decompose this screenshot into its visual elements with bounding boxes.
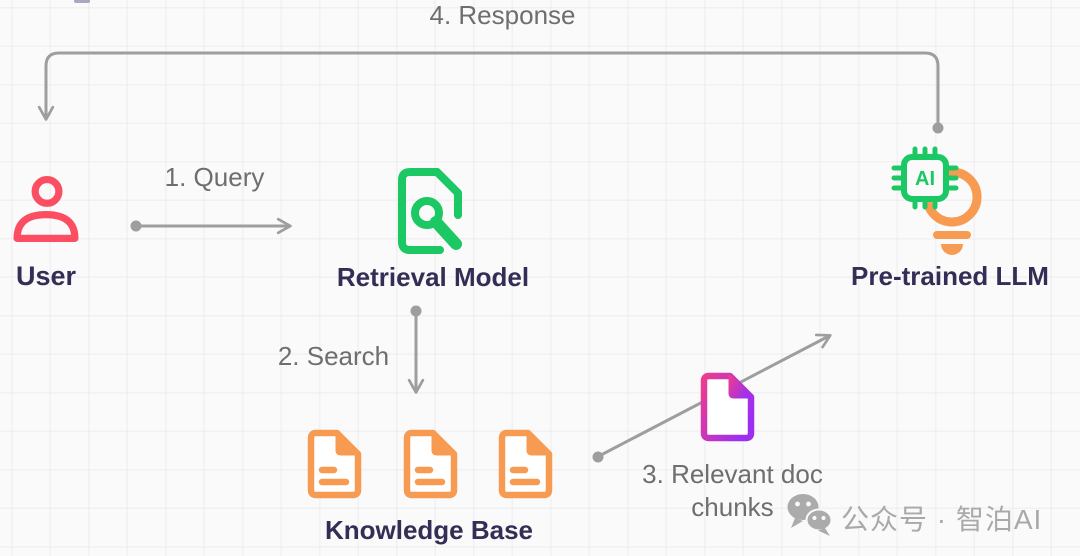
- person-icon: [13, 175, 79, 242]
- lightbulb-icon: [922, 167, 982, 227]
- document-search-icon: [398, 168, 462, 254]
- step-label-query: 1. Query: [164, 162, 265, 192]
- user-node-label: User: [15, 261, 77, 291]
- step-label-chunks-line2: chunks: [691, 492, 774, 522]
- step-label-search: 2. Search: [277, 341, 390, 371]
- ai-chip-icon: AI: [891, 146, 959, 210]
- search-arrow-start-dot: [410, 305, 422, 317]
- pretrained-llm-node-label: Pre-trained LLM: [851, 261, 1049, 291]
- watermark-text: 公众号 · 智泊AI: [841, 504, 1043, 535]
- cropped-edge-artifact: [74, 0, 90, 3]
- wechat-icon: [787, 494, 833, 536]
- knowledge-base-node-label: Knowledge Base: [324, 515, 534, 545]
- step-label-chunks-line1: 3. Relevant doc: [642, 459, 823, 489]
- chip-ai-text: AI: [915, 168, 935, 190]
- ai-chip-lightbulb-icon: AI: [891, 146, 982, 255]
- retrieval-model-node-label: Retrieval Model: [336, 262, 530, 292]
- response-arrow: [37, 51, 940, 127]
- document-chunk-icon: [700, 372, 755, 442]
- document-icon: [498, 429, 553, 499]
- query-arrow-start-dot: [130, 220, 142, 232]
- step-label-response: 4. Response: [429, 0, 576, 30]
- document-icon: [403, 429, 458, 499]
- step-label-chunks: 3. Relevant doc chunks: [625, 458, 840, 524]
- document-icon: [307, 429, 362, 499]
- response-arrow-start-dot: [932, 122, 944, 134]
